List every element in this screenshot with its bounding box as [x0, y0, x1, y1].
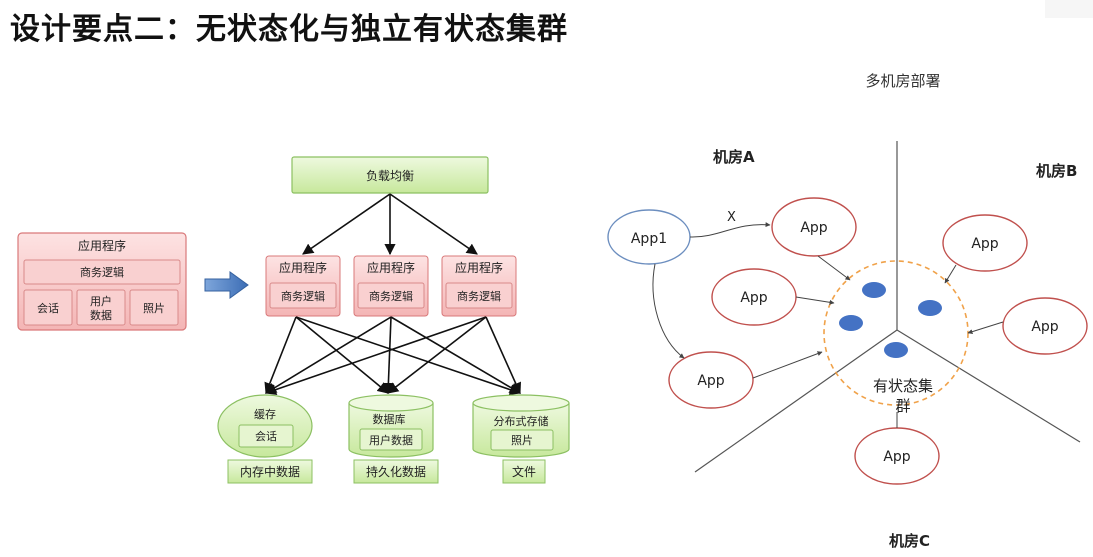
database-name: 数据库 — [373, 412, 406, 426]
app-label-a3: App — [697, 373, 724, 389]
app-node-a3 — [668, 351, 754, 409]
multi-dc-header: 多机房部署 — [865, 72, 940, 90]
load-balancer: 负载均衡 — [291, 156, 489, 194]
page-title: 设计要点二：无状态化与独立有状态集群 — [10, 12, 568, 47]
monolith-session: 会话 — [37, 302, 59, 315]
svg-text:商务逻辑: 商务逻辑 — [457, 289, 501, 303]
app-connectors — [652, 222, 1004, 379]
monolith-app: 应用程序 商务逻辑 会话 用户 数据 照片 — [17, 232, 187, 331]
app-box-1: 应用程序 商务逻辑 — [265, 255, 341, 317]
app-box-2: 应用程序 商务逻辑 — [353, 255, 429, 317]
load-balancer-label: 负载均衡 — [366, 169, 414, 183]
distributed-storage-inner: 照片 — [511, 434, 533, 447]
room-dividers — [694, 141, 1081, 473]
cluster-node — [884, 342, 908, 358]
svg-text:应用程序: 应用程序 — [367, 260, 415, 275]
lb-arrows — [302, 193, 478, 256]
corner-tab — [1045, 0, 1093, 18]
app-node-b2 — [1002, 297, 1088, 355]
app-node-a1 — [771, 197, 857, 257]
monolith-user-data-1: 用户 — [90, 294, 112, 308]
app-label-c1: App — [883, 449, 910, 465]
cluster-label-line2: 群 — [895, 397, 910, 415]
distributed-storage-name: 分布式存储 — [494, 414, 549, 428]
room-b-label: 机房B — [1036, 162, 1077, 180]
x-label: X — [727, 210, 736, 225]
monolith-logic: 商务逻辑 — [80, 265, 124, 279]
cache-label: 内存中数据 — [240, 464, 300, 479]
cache-name: 缓存 — [254, 407, 276, 421]
cluster-node — [839, 315, 863, 331]
svg-text:商务逻辑: 商务逻辑 — [369, 289, 413, 303]
distributed-storage-label: 文件 — [512, 464, 536, 479]
svg-text:应用程序: 应用程序 — [455, 260, 503, 275]
app-nodes — [668, 197, 1088, 485]
cluster-node — [918, 300, 942, 316]
app-label-b1: App — [971, 236, 998, 252]
transform-arrow — [204, 271, 249, 299]
svg-text:商务逻辑: 商务逻辑 — [281, 289, 325, 303]
room-a-label: 机房A — [713, 148, 755, 166]
monolith-title: 应用程序 — [78, 238, 126, 253]
app-box-3: 应用程序 商务逻辑 — [441, 255, 517, 317]
app-label-a1: App — [800, 220, 827, 236]
app-node-b1 — [942, 214, 1028, 272]
store-arrows — [264, 316, 522, 396]
monolith-photo: 照片 — [143, 302, 165, 315]
cluster-label-line1: 有状态集 — [873, 377, 933, 395]
monolith-user-data-2: 数据 — [90, 308, 112, 322]
app-label-b2: App — [1031, 319, 1058, 335]
app-label-a2: App — [740, 290, 767, 306]
database-inner: 用户数据 — [369, 433, 413, 447]
cache-store: 缓存 会话 内存中数据 — [217, 394, 313, 484]
database-label: 持久化数据 — [366, 464, 426, 479]
room-c-label: 机房C — [889, 532, 930, 550]
svg-text:应用程序: 应用程序 — [279, 260, 327, 275]
database-store: 数据库 用户数据 持久化数据 — [348, 394, 439, 484]
distributed-storage-store: 分布式存储 照片 文件 — [472, 394, 570, 484]
app1-label: App1 — [631, 231, 667, 247]
cluster-node — [862, 282, 886, 298]
cache-inner: 会话 — [255, 430, 277, 443]
cluster-nodes — [839, 282, 942, 358]
